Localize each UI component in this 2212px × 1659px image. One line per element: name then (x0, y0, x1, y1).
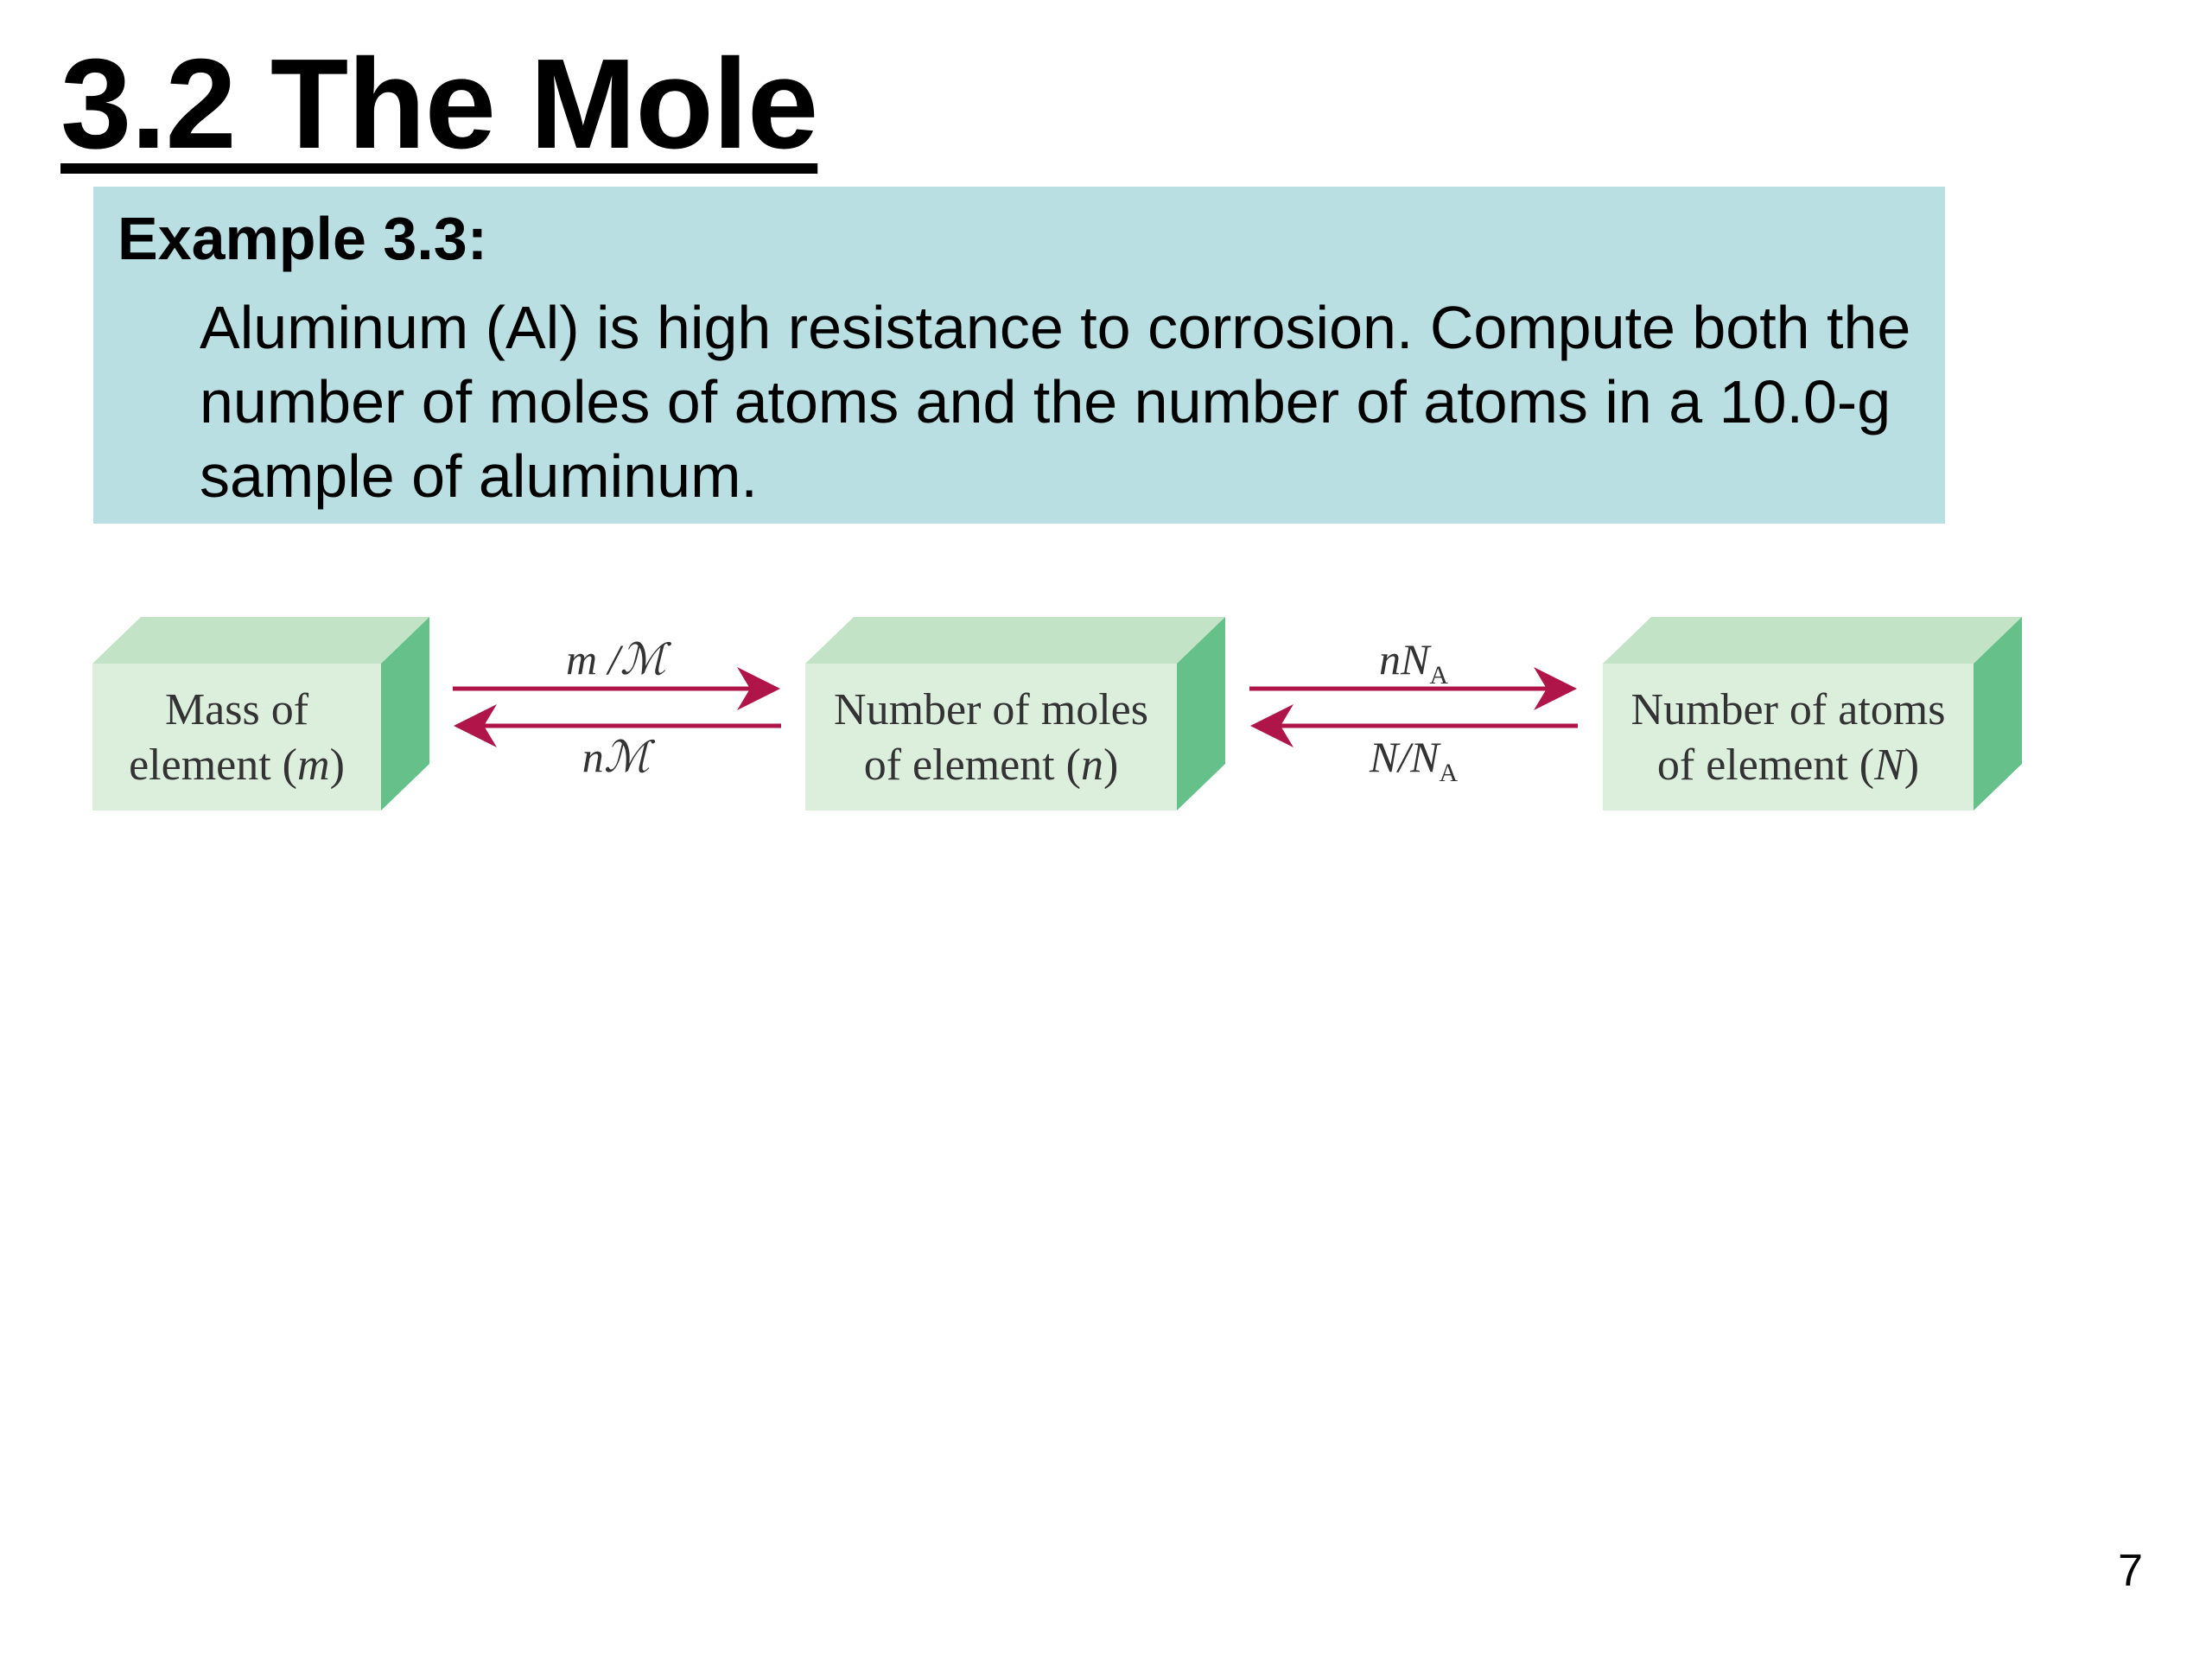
label-mass-to-moles: m /ℳ (566, 635, 666, 683)
moles-box-label-line1: Number of moles (834, 685, 1148, 734)
mass-box-label-line1: Mass of (164, 685, 309, 734)
mass-box-label: Mass of element (m) (92, 683, 381, 793)
example-heading: Example 3.3: (118, 205, 487, 272)
atoms-box-label-line2: of element (N) (1656, 741, 1920, 790)
atoms-box-front (1603, 664, 1974, 810)
moles-box (805, 617, 1225, 810)
atoms-box-label-line1: Number of atoms (1630, 685, 1946, 734)
mass-box-side (381, 617, 429, 810)
moles-box-label: Number of moles of element (n) (805, 683, 1177, 793)
mass-box (92, 617, 429, 810)
mass-box-front (92, 664, 381, 810)
label-moles-to-mass: nℳ (582, 733, 651, 781)
example-box: Example 3.3: Aluminum (Al) is high resis… (93, 187, 1945, 524)
atoms-box (1603, 617, 2022, 810)
label-atoms-to-moles: N/NA (1369, 733, 1459, 787)
moles-box-side (1177, 617, 1225, 810)
moles-box-label-line2: of element (n) (863, 741, 1119, 790)
page-number: 7 (2118, 1546, 2143, 1596)
slide-title: 3.2 The Mole (60, 33, 818, 175)
mass-box-label-line2: element (m) (129, 741, 345, 790)
atoms-box-top (1603, 617, 2022, 664)
atoms-box-side (1974, 617, 2022, 810)
moles-box-top (805, 617, 1225, 664)
label-moles-to-atoms: nNA (1378, 635, 1449, 690)
mass-box-top (92, 617, 429, 664)
moles-box-front (805, 664, 1177, 810)
atoms-box-label: Number of atoms of element (N) (1603, 683, 1974, 793)
example-text: Aluminum (Al) is high resistance to corr… (200, 294, 1911, 510)
